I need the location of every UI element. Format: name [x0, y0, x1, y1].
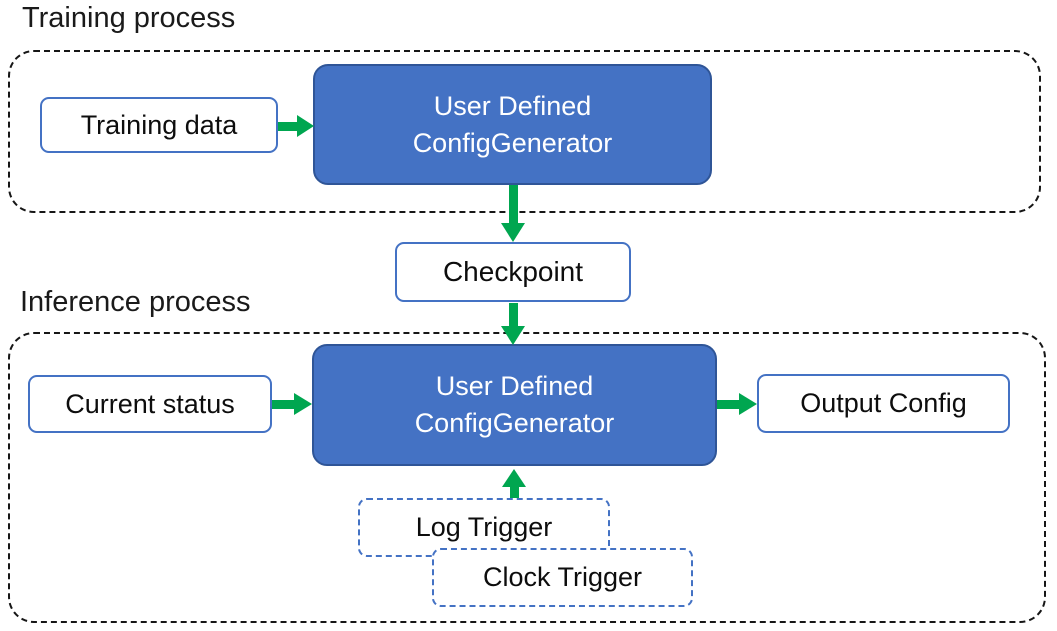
arrow-head	[502, 466, 526, 487]
arrow-shaft	[509, 185, 518, 223]
clock-trigger-box: Clock Trigger	[432, 548, 693, 607]
arrow-head	[501, 223, 525, 245]
training-generator-label-line1: User Defined	[433, 90, 592, 121]
arrow-head	[294, 393, 315, 415]
output-config-box: Output Config	[757, 374, 1010, 433]
inference-generator-label-line2: ConfigGenerator	[414, 408, 615, 438]
inference-generator-label-line1: User Defined	[435, 371, 594, 401]
arrow-head	[739, 393, 760, 415]
training-config-generator-box: User Defined ConfigGenerator	[313, 64, 712, 185]
training-data-box: Training data	[40, 97, 278, 153]
inference-process-container	[8, 332, 1046, 623]
training-generator-label-line2: ConfigGenerator	[412, 127, 613, 158]
arrow-shaft	[272, 400, 294, 409]
inference-process-title: Inference process	[20, 286, 251, 318]
arrow-shaft	[509, 303, 518, 326]
training-process-container	[8, 50, 1041, 213]
arrow-head	[501, 326, 525, 348]
arrow-head	[297, 115, 317, 137]
training-process-title: Training process	[22, 2, 236, 34]
arrow-shaft	[717, 400, 739, 409]
log-trigger-box: Log Trigger	[358, 498, 610, 557]
arrow-shaft	[510, 484, 519, 498]
arrow-shaft	[278, 122, 298, 131]
checkpoint-box: Checkpoint	[395, 242, 631, 302]
inference-config-generator-box: User Defined ConfigGenerator	[312, 344, 717, 466]
current-status-box: Current status	[28, 375, 272, 433]
